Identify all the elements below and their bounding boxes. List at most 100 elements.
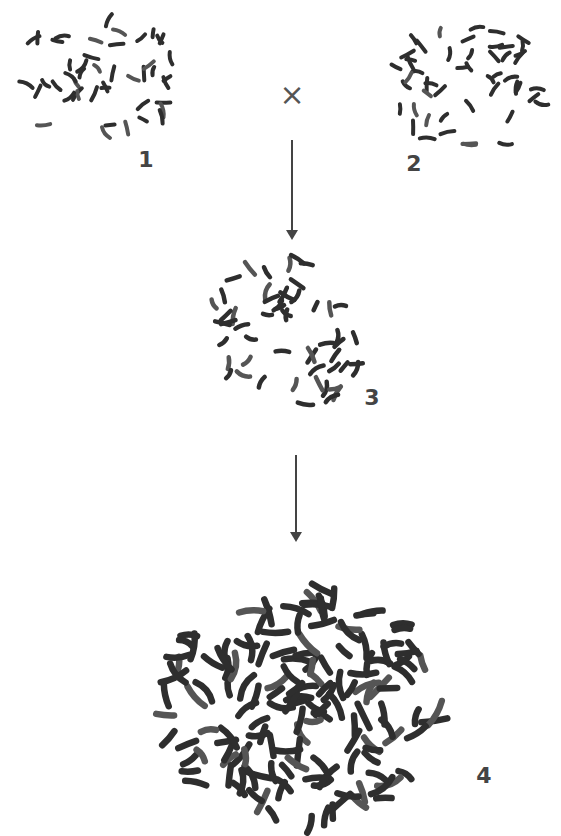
chromosome [516, 83, 521, 92]
chromosome [110, 44, 124, 45]
chromosome [507, 112, 512, 122]
chromosome [424, 91, 431, 97]
chromosome [77, 91, 79, 99]
chromosome [411, 121, 415, 135]
chromosome [297, 709, 303, 732]
chromosome [393, 623, 412, 625]
chromosome [286, 310, 288, 321]
chromosome [395, 628, 411, 630]
chromosome [227, 276, 240, 280]
chromosome [522, 41, 523, 51]
chromosome [425, 78, 430, 92]
chromosome [310, 660, 313, 674]
chromosome [468, 50, 472, 58]
chromosome [265, 296, 278, 302]
chromosome [380, 685, 398, 692]
chromosome [224, 743, 232, 760]
chromosome [65, 73, 75, 81]
chromosome [137, 34, 145, 41]
chromosome [466, 63, 471, 70]
chromosome [105, 123, 114, 128]
chromosome [463, 37, 474, 42]
chromosome [278, 782, 284, 798]
chromosome [407, 726, 426, 738]
chromosome [364, 737, 379, 751]
chromosome [310, 366, 323, 375]
chromosome [152, 67, 154, 75]
chromosome [408, 57, 414, 70]
chromosome [235, 324, 248, 329]
chromosome [301, 263, 313, 265]
chromosome [291, 279, 304, 288]
chromosome [271, 763, 275, 781]
chromosome [246, 337, 256, 340]
chromosome [196, 682, 212, 701]
chromosome [441, 114, 447, 121]
chromosome [488, 76, 494, 82]
chromosome [405, 73, 411, 83]
chromosome [324, 808, 328, 826]
chromosome [263, 632, 288, 633]
chromosome [288, 258, 290, 271]
chromosome [153, 29, 154, 37]
chromosome [219, 338, 227, 345]
chromosome [505, 77, 517, 81]
chromosome [366, 748, 381, 751]
chromosome [490, 52, 499, 61]
chromosome [185, 781, 206, 786]
chromosome [384, 643, 390, 665]
chromosome [170, 52, 173, 64]
chromosome [183, 755, 196, 764]
chromosome [128, 76, 139, 81]
chromosome [113, 29, 125, 35]
chromosome [156, 714, 174, 716]
chromosome [463, 144, 476, 146]
chromosome [321, 658, 330, 673]
chromosome [77, 60, 86, 71]
chromosome [329, 364, 339, 371]
chromosome [125, 122, 128, 135]
chromosome [316, 704, 328, 715]
arrow-line [291, 140, 293, 238]
chromosome [245, 766, 256, 788]
chromosome [182, 771, 198, 772]
chromosome [178, 741, 196, 748]
chromosome [67, 60, 72, 69]
chromosome [218, 648, 232, 669]
chromosome [233, 783, 244, 795]
chromosome [316, 377, 323, 390]
chromosome [288, 758, 306, 769]
chromosome [319, 683, 330, 694]
chromosome [284, 667, 298, 682]
chromosome [298, 403, 313, 405]
chromosome [297, 615, 299, 633]
chromosome [358, 704, 370, 728]
chromosome [248, 636, 253, 660]
chromosome [160, 110, 163, 124]
chromosome [401, 51, 414, 58]
chromosome [341, 362, 348, 370]
chromosome [420, 656, 425, 670]
chromosome [395, 667, 412, 682]
chromosome [462, 141, 476, 146]
callout-number: 4 [474, 764, 493, 788]
chromosome [91, 87, 97, 100]
chromosome [353, 332, 357, 343]
chromosome [197, 750, 205, 762]
chromosome [252, 686, 259, 707]
chromosome [157, 101, 171, 105]
chromosome [499, 143, 512, 145]
chromosome [53, 81, 61, 90]
chromosome [264, 267, 270, 277]
chromosome-spreads [19, 14, 548, 833]
chromosome [376, 795, 391, 802]
chromosome [265, 284, 270, 299]
chromosome [350, 361, 363, 366]
chromosome [414, 104, 417, 115]
chromosome [530, 94, 539, 101]
chromosome [466, 101, 473, 111]
chromosome [90, 39, 102, 43]
chromosome [409, 642, 419, 654]
chromosome [329, 387, 340, 390]
